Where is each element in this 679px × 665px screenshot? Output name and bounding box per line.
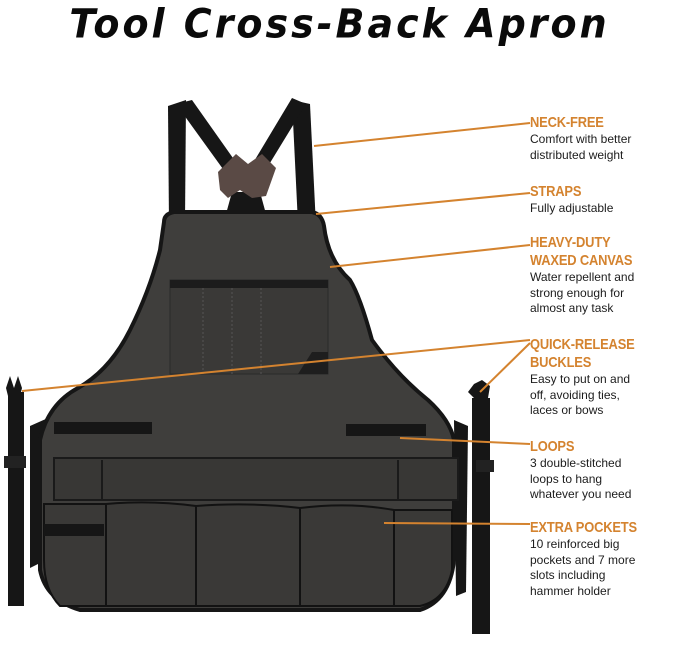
page-title: Tool Cross-Back Apron bbox=[69, 0, 610, 48]
side-slot-strap bbox=[44, 524, 104, 536]
callout-body: Fully adjustable bbox=[530, 201, 614, 215]
callout-body: 3 double-stitched loops to hang whatever… bbox=[530, 456, 632, 501]
lower-pockets bbox=[43, 501, 453, 607]
leather-yoke bbox=[218, 154, 276, 198]
tool-pocket-band bbox=[53, 457, 459, 501]
callout-straps: STRAPS Fully adjustable bbox=[530, 183, 679, 217]
callout-neck-free: NECK-FREE Comfort with better distribute… bbox=[530, 114, 679, 163]
callout-extra-pockets: EXTRA POCKETS 10 reinforced big pockets … bbox=[530, 519, 679, 599]
chest-pocket bbox=[169, 279, 329, 375]
loops bbox=[54, 422, 426, 436]
callout-body: 10 reinforced big pockets and 7 more slo… bbox=[530, 537, 636, 598]
right-side-strap bbox=[454, 380, 494, 634]
callout-body: Easy to put on and off, avoiding ties, l… bbox=[530, 372, 631, 417]
callout-loops: LOOPS 3 double-stitched loops to hang wh… bbox=[530, 438, 679, 503]
shoulder-straps bbox=[168, 98, 316, 226]
callout-body: Comfort with better distributed weight bbox=[530, 132, 632, 162]
callout-heading: LOOPS bbox=[530, 438, 575, 455]
callout-heading: NECK-FREE bbox=[530, 114, 604, 131]
callout-heading-line-2: BUCKLES bbox=[530, 354, 592, 371]
callout-heading: EXTRA POCKETS bbox=[530, 519, 637, 536]
callout-quick-release-buckles: QUICK-RELEASE BUCKLES Easy to put on and… bbox=[530, 336, 679, 419]
callout-heading-line-2: WAXED CANVAS bbox=[530, 252, 633, 269]
leader-lines bbox=[21, 122, 531, 525]
callout-heading-line-1: HEAVY-DUTY bbox=[530, 234, 611, 251]
callout-heading-line-1: QUICK-RELEASE bbox=[530, 336, 635, 353]
callout-heading: STRAPS bbox=[530, 183, 582, 200]
callout-body: Water repellent and strong enough for al… bbox=[530, 270, 635, 315]
callout-waxed-canvas: HEAVY-DUTY WAXED CANVAS Water repellent … bbox=[530, 234, 679, 317]
